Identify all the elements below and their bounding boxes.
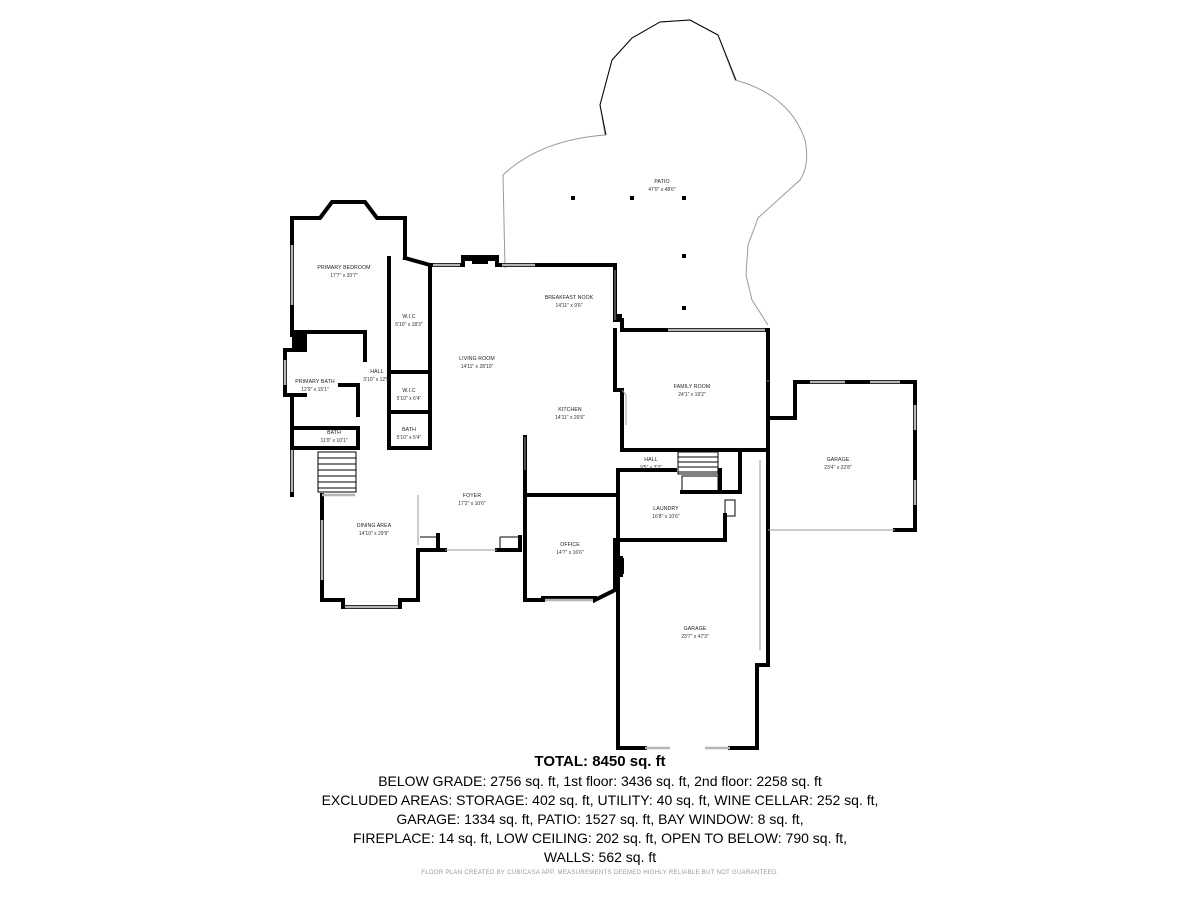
windows [283,245,917,750]
room-dims-garage-bottom: 23'7" x 47'3" [681,634,709,640]
room-labels: PATIO 47'0" x 48'6" BREAKFAST NOOK 14'11… [295,179,852,640]
summary-line-2: EXCLUDED AREAS: STORAGE: 402 sq. ft, UTI… [321,792,879,808]
room-name-laundry: LAUNDRY [653,506,679,512]
room-name-garage-right: GARAGE [827,457,850,463]
stairs-left [317,451,357,493]
room-dims-bath-small: 5'10" x 5'4" [397,435,422,441]
room-name-primary-bedroom: PRIMARY BEDROOM [317,265,370,271]
patio-posts [569,196,686,320]
room-name-family-room: FAMILY ROOM [674,384,711,390]
room-name-breakfast-nook: BREAKFAST NOOK [545,295,594,301]
room-dims-family-room: 24'1" x 19'2" [678,392,706,398]
room-dims-garage-right: 23'4" x 22'8" [824,465,852,471]
summary-line-5: WALLS: 562 sq. ft [543,849,657,865]
room-name-wic-lower: W.I.C [402,388,415,394]
room-dims-bath-main: 11'0" x 10'1" [320,438,347,444]
total-area: TOTAL: 8450 sq. ft [534,753,666,770]
room-name-foyer: FOYER [463,493,482,499]
room-name-bath-main: BATH [327,430,341,436]
room-dims-wic-upper: 5'10" x 18'3" [395,322,423,328]
credit-note: FLOOR PLAN CREATED BY CUBICASA APP. MEAS… [421,870,779,876]
room-name-hall-left: HALL [370,369,383,375]
room-dims-office: 14'7" x 16'6" [556,550,584,556]
summary-line-4: FIREPLACE: 14 sq. ft, LOW CEILING: 202 s… [352,830,848,846]
stairs-right [677,451,736,517]
room-dims-primary-bath: 12'9" x 15'1" [301,387,329,393]
room-name-living-room: LIVING ROOM [459,356,495,362]
walls [283,200,917,750]
room-name-kitchen: KITCHEN [558,407,582,413]
area-summary: TOTAL: 8450 sq. ft BELOW GRADE: 2756 sq.… [0,752,1200,867]
room-dims-patio: 47'0" x 48'6" [648,187,676,193]
room-name-patio: PATIO [654,179,669,185]
room-dims-hall-right: 9'5" x 3'3" [640,465,662,471]
wall-blocks [292,255,624,574]
room-dims-primary-bedroom: 17'7" x 20'7" [330,273,358,279]
room-name-garage-bottom: GARAGE [684,626,707,632]
room-name-office: OFFICE [560,542,580,548]
room-dims-foyer: 17'2" x 10'6" [458,501,486,507]
room-dims-kitchen: 14'11" x 26'6" [555,415,585,421]
room-dims-breakfast-nook: 14'11" x 9'6" [555,303,582,309]
room-name-dining-area: DINING AREA [357,523,392,529]
interior-lines [417,270,895,650]
room-dims-hall-left: 3'10" x 12'5" [363,377,391,383]
room-dims-wic-lower: 5'10" x 6'4" [397,396,422,402]
room-dims-dining-area: 14'10" x 29'9" [359,531,389,537]
room-name-wic-upper: W.I.C [402,314,415,320]
patio-outline [502,19,808,326]
summary-line-3: GARAGE: 1334 sq. ft, PATIO: 1527 sq. ft,… [396,811,804,827]
room-name-bath-small: BATH [402,427,416,433]
room-name-hall-right: HALL [644,457,657,463]
room-dims-living-room: 14'11" x 28'10" [461,364,494,370]
summary-line-1: BELOW GRADE: 2756 sq. ft, 1st floor: 343… [378,773,822,789]
room-name-primary-bath: PRIMARY BATH [295,379,335,385]
room-dims-laundry: 16'8" x 10'6" [652,514,680,520]
